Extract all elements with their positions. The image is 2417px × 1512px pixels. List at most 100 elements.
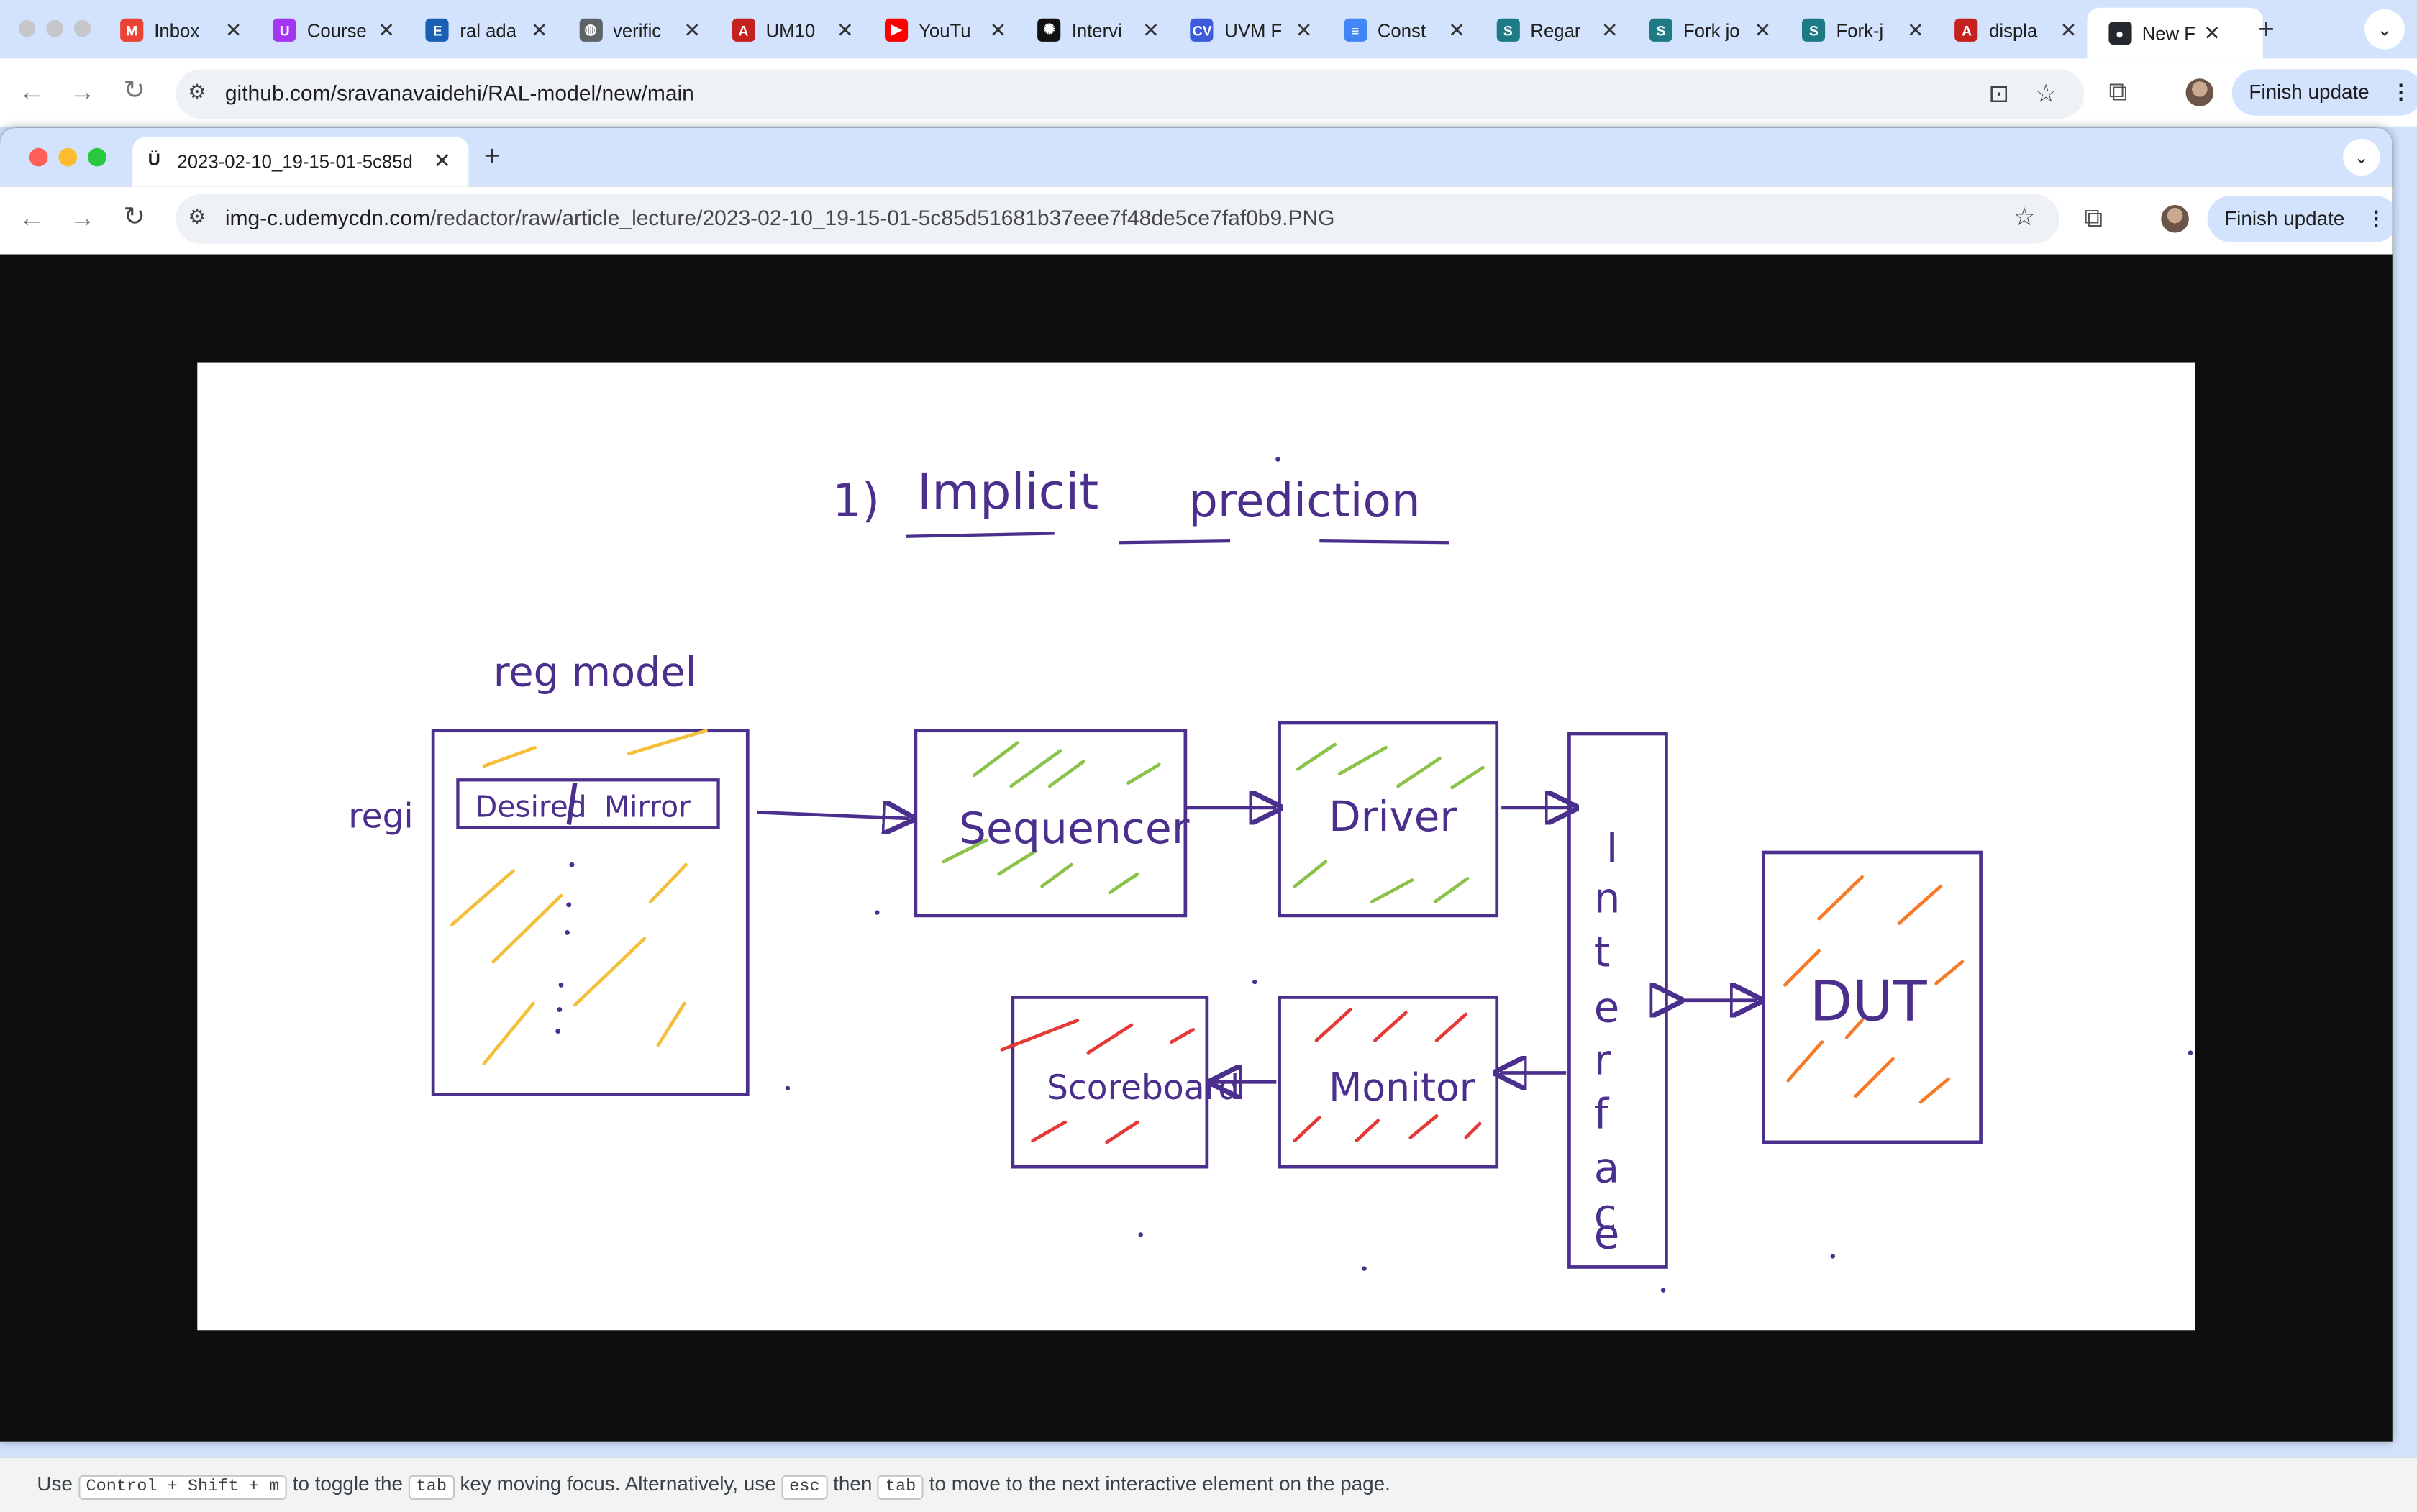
site-info-icon[interactable]: ⚙ <box>188 80 206 104</box>
forward-arrow-icon[interactable]: → <box>69 77 96 106</box>
title-prediction: prediction <box>1188 474 1420 528</box>
close-tab-icon[interactable]: ✕ <box>224 17 242 41</box>
close-tab-icon[interactable]: ✕ <box>1601 17 1619 41</box>
site-info-icon[interactable]: ⚙ <box>188 205 206 229</box>
back-arrow-icon[interactable]: ← <box>18 77 45 106</box>
tab-label: Fork jo <box>1683 19 1740 41</box>
address-url: github.com/sravanavaidehi/RAL-model/new/… <box>224 80 694 105</box>
gmail-icon: M <box>120 18 144 42</box>
close-tab-icon[interactable]: ✕ <box>2203 20 2221 45</box>
tab-label: Fork-j <box>1836 19 1884 41</box>
new-tab-button[interactable]: + <box>2258 14 2275 45</box>
new-tab-button[interactable]: + <box>483 140 501 171</box>
extensions-puzzle-icon[interactable]: ⧉ <box>2084 203 2103 233</box>
interface-letter: e <box>1594 1210 1620 1259</box>
interface-letter: e <box>1594 983 1620 1032</box>
dut-box <box>1762 850 1983 1144</box>
close-tab-icon[interactable]: ✕ <box>989 17 1007 41</box>
reg-model-hatching <box>450 729 708 1065</box>
tab-search-button[interactable]: ⌄ <box>2343 138 2380 176</box>
close-tab-icon[interactable]: ✕ <box>1754 17 1771 41</box>
front-tab-strip: Ü 2023-02-10_19-15-01-5c85d ✕ + ⌄ <box>0 127 2393 187</box>
bookmark-star-icon[interactable]: ☆ <box>2034 81 2057 108</box>
finish-update-button[interactable]: Finish update ⋮ <box>2207 196 2393 242</box>
browser-tab[interactable]: ▶YouTu✕ <box>885 8 1017 53</box>
browser-tab[interactable]: A UM10 ✕ <box>732 8 864 53</box>
tab-label: UM10 <box>765 19 816 41</box>
tab-label: Regar <box>1530 19 1581 41</box>
browser-tab[interactable]: ●New F✕ <box>2086 7 2262 59</box>
pdf-icon: A <box>732 18 755 42</box>
reg-model-box <box>431 729 750 1096</box>
close-tab-icon[interactable]: ✕ <box>683 17 701 41</box>
reg-model-label: reg model <box>493 650 696 696</box>
close-tab-icon[interactable]: ✕ <box>2059 17 2077 41</box>
tab-title: 2023-02-10_19-15-01-5c85d <box>177 151 413 173</box>
docs-icon: ≡ <box>1343 18 1367 42</box>
front-toolbar: ← → ↻ ⚙ img-c.udemycdn.com/redactor/raw/… <box>0 186 2393 255</box>
minimize-window-button[interactable] <box>58 147 78 167</box>
pdf-icon: A <box>1954 18 1979 42</box>
tab-search-button[interactable]: ⌄ <box>2364 9 2405 50</box>
close-tab-icon[interactable]: ✕ <box>378 17 395 41</box>
keyboard-tip-text: Use Control + Shift + m to toggle the ta… <box>37 1472 1390 1500</box>
mirror-label: Mirror <box>604 790 691 824</box>
globe-icon: ◍ <box>578 18 602 42</box>
close-tab-icon[interactable]: ✕ <box>433 147 452 173</box>
back-arrow-icon[interactable]: ← <box>18 203 45 233</box>
image-viewport: 1) Implicit prediction reg model regi De… <box>0 254 2393 1442</box>
tab-label: Course <box>306 19 367 41</box>
active-tab[interactable]: Ü 2023-02-10_19-15-01-5c85d ✕ <box>132 137 469 187</box>
zoom-window-button[interactable] <box>88 147 106 167</box>
close-tab-icon[interactable]: ✕ <box>1142 17 1160 41</box>
reload-icon[interactable]: ↻ <box>123 201 145 232</box>
back-toolbar: ← → ↻ ⚙ github.com/sravanavaidehi/RAL-mo… <box>0 58 2417 127</box>
profile-avatar[interactable] <box>2161 205 2189 233</box>
tab-label: ral ada <box>460 19 517 41</box>
uvm-diagram: 1) Implicit prediction reg model regi De… <box>348 457 2193 1293</box>
dut-label: DUT <box>1810 970 1928 1034</box>
window-controls-inactive <box>18 19 91 37</box>
close-window-button[interactable] <box>29 147 48 167</box>
close-tab-icon[interactable]: ✕ <box>530 17 548 41</box>
reload-icon[interactable]: ↻ <box>123 76 145 105</box>
window-controls <box>29 147 106 167</box>
bookmark-star-icon[interactable]: ☆ <box>2013 205 2036 232</box>
profile-avatar[interactable] <box>2185 78 2214 106</box>
browser-tab[interactable]: ✺Intervi✕ <box>1037 8 1170 53</box>
interface-letter: f <box>1594 1090 1610 1139</box>
finish-update-button[interactable]: Finish update ⋮ <box>2231 69 2417 116</box>
address-bar[interactable]: ⚙ img-c.udemycdn.com/redactor/raw/articl… <box>176 194 2059 244</box>
udemy-icon: U <box>273 18 296 42</box>
browser-tab[interactable]: ◍verific✕ <box>578 8 711 53</box>
sequencer-label: Sequencer <box>959 803 1190 854</box>
diagram-image: 1) Implicit prediction reg model regi De… <box>197 362 2195 1331</box>
driver-box <box>1278 721 1499 918</box>
forward-arrow-icon[interactable]: → <box>69 203 96 233</box>
install-app-icon[interactable]: ⊡ <box>1988 81 2010 108</box>
browser-tab[interactable]: U Course ✕ <box>273 8 406 53</box>
shortcut-key: tab <box>408 1475 455 1500</box>
keyboard-tip-bar: Use Control + Shift + m to toggle the ta… <box>0 1456 2417 1512</box>
desired-mirror-divider <box>566 783 578 825</box>
extensions-puzzle-icon[interactable]: ⧉ <box>2108 77 2128 106</box>
scoreboard-label: Scoreboard <box>1047 1068 1239 1108</box>
close-tab-icon[interactable]: ✕ <box>837 17 854 41</box>
close-tab-icon[interactable]: ✕ <box>1448 17 1465 41</box>
close-tab-icon[interactable]: ✕ <box>1907 17 1924 41</box>
close-tab-icon[interactable]: ✕ <box>1295 17 1313 41</box>
eda-icon: E <box>426 18 450 42</box>
address-bar[interactable]: ⚙ github.com/sravanavaidehi/RAL-model/ne… <box>176 69 2085 119</box>
browser-tab[interactable]: ≡Const✕ <box>1343 8 1476 53</box>
scoreboard-box <box>1011 996 1209 1169</box>
interface-letter: t <box>1594 928 1611 977</box>
youtube-icon: ▶ <box>885 18 909 42</box>
